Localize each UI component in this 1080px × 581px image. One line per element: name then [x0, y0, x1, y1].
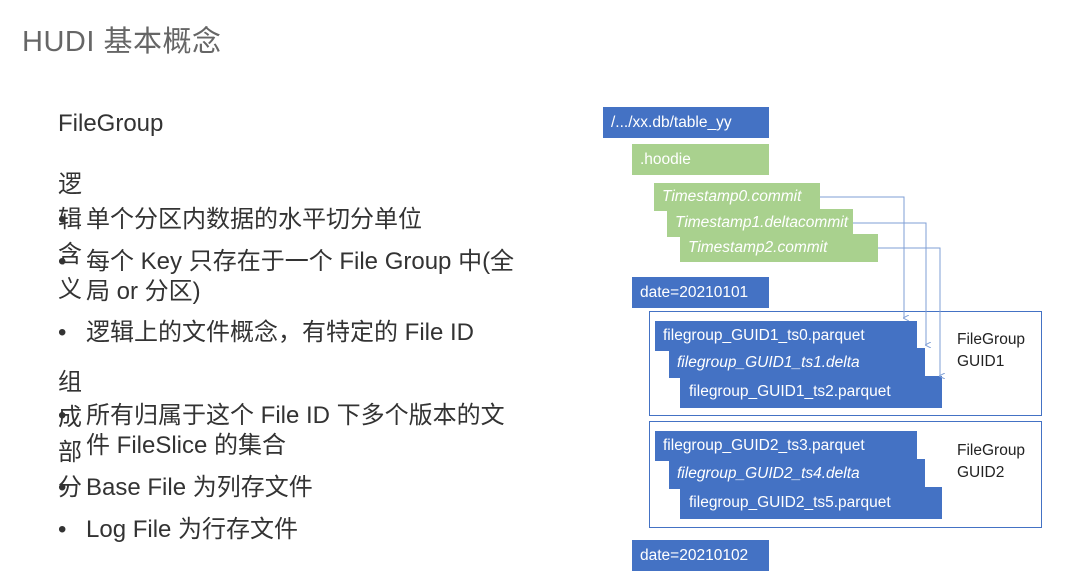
connector-ts2 — [878, 247, 940, 376]
bullet-text: 每个 Key 只存在于一个 File Group 中(全 — [86, 248, 515, 275]
commit-box-1: Timestamp1.deltacommit — [667, 209, 853, 237]
bullet-text: Base File 为列存文件 — [86, 474, 313, 501]
filegroup-label-guid1: FileGroup GUID1 — [957, 329, 1025, 373]
commit-box-2: Timestamp2.commit — [680, 234, 878, 262]
bullet-text: 所有归属于这个 File ID 下多个版本的文 — [86, 402, 505, 429]
filegroup-label-guid2: FileGroup GUID2 — [957, 440, 1025, 484]
bullet-text: 单个分区内数据的水平切分单位 — [86, 206, 422, 233]
bullet-text: 逻辑上的文件概念，有特定的 File ID — [86, 319, 475, 346]
partition-box-20210101: date=20210101 — [632, 277, 769, 308]
connector-ts0 — [820, 196, 904, 318]
file-slice-box: filegroup_GUID2_ts4.delta — [669, 459, 925, 489]
bullet-dot: • — [58, 319, 67, 346]
table-path-box: /.../xx.db/table_yy — [603, 107, 769, 138]
file-slice-box: filegroup_GUID2_ts5.parquet — [680, 487, 942, 519]
file-slice-box: filegroup_GUID1_ts2.parquet — [680, 376, 942, 408]
bullet-text: Log File 为行存文件 — [86, 516, 299, 543]
bullet-dot: • — [58, 248, 67, 275]
bullet-dot: • — [58, 402, 67, 429]
partition-box-20210102: date=20210102 — [632, 540, 769, 571]
bullet-dot: • — [58, 516, 67, 543]
file-slice-box: filegroup_GUID1_ts0.parquet — [655, 321, 917, 351]
bullet-dot: • — [58, 206, 67, 233]
commit-box-0: Timestamp0.commit — [654, 183, 820, 211]
heading-components: 组成部分 — [58, 369, 82, 501]
heading-logical-meaning: 逻辑含义 — [58, 171, 82, 303]
heading-filegroup: FileGroup — [58, 110, 164, 137]
bullet-text: 件 FileSlice 的集合 — [86, 432, 287, 459]
filegroup-label-line2: GUID1 — [957, 353, 1005, 370]
bullet-text: 局 or 分区) — [86, 278, 201, 305]
page-title: HUDI 基本概念 — [22, 26, 222, 58]
bullet-dot: • — [58, 474, 67, 501]
filegroup-label-line2: GUID2 — [957, 464, 1005, 481]
filegroup-label-line1: FileGroup — [957, 442, 1026, 459]
hoodie-folder-box: .hoodie — [632, 144, 769, 175]
filegroup-label-line1: FileGroup — [957, 331, 1026, 348]
file-slice-box: filegroup_GUID1_ts1.delta — [669, 348, 925, 378]
file-slice-box: filegroup_GUID2_ts3.parquet — [655, 431, 917, 461]
connector-ts1 — [853, 222, 926, 345]
